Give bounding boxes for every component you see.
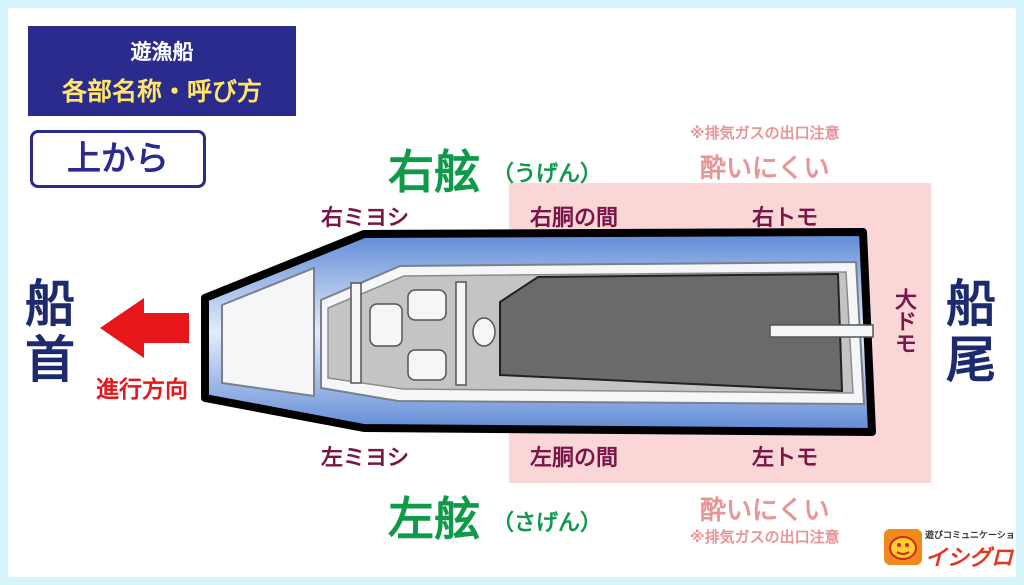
note-bottom-easy: 酔いにくい <box>700 496 830 526</box>
boat-diagram: 遊漁船 各部名称・呼び方 上から 右舷 （うげん） 左舷 （さげん） ※排気ガス… <box>8 8 1016 577</box>
note-top-easy: 酔いにくい <box>700 154 830 184</box>
part-top-stern: 右トモ <box>752 206 819 231</box>
title-line1: 遊漁船 <box>130 40 194 64</box>
direction-arrow <box>100 298 189 358</box>
seat-lower <box>407 349 447 381</box>
starboard-reading: （うげん） <box>492 162 603 187</box>
part-top-bow: 右ミヨシ <box>321 206 410 231</box>
seat-upper <box>407 289 447 321</box>
note-top-caution: ※排気ガスの出口注意 <box>690 124 840 142</box>
part-bottom-mid: 左胴の間 <box>530 446 619 471</box>
stern-label: 船尾 <box>946 275 996 389</box>
port-reading: （さげん） <box>492 511 603 536</box>
note-bottom-caution: ※排気ガスの出口注意 <box>690 528 840 546</box>
part-top-mid: 右胴の間 <box>530 206 619 231</box>
tiller <box>769 324 874 338</box>
front-bench <box>350 282 362 384</box>
port-label: 左舷 <box>388 492 480 546</box>
direction-label: 進行方向 <box>96 377 188 403</box>
logo-mascot-icon <box>884 529 922 565</box>
logo-tagline: 遊びコミュニケーション <box>925 531 1016 541</box>
starboard-label: 右舷 <box>388 145 480 199</box>
view-label: 上から <box>30 130 206 188</box>
hatch <box>472 317 496 347</box>
logo-name: イシグロ <box>925 546 1014 571</box>
part-bottom-bow: 左ミヨシ <box>321 446 410 471</box>
mid-bench <box>455 281 467 386</box>
title-box: 遊漁船 各部名称・呼び方 <box>28 26 296 116</box>
bow-deck <box>221 266 315 398</box>
stern-center-label: 大ドモ <box>891 288 916 354</box>
title-line2: 各部名称・呼び方 <box>61 77 262 106</box>
bow-label: 船首 <box>25 275 75 389</box>
part-bottom-stern: 左トモ <box>752 446 819 471</box>
boat-illustration <box>100 183 931 483</box>
seat-side <box>369 303 403 347</box>
